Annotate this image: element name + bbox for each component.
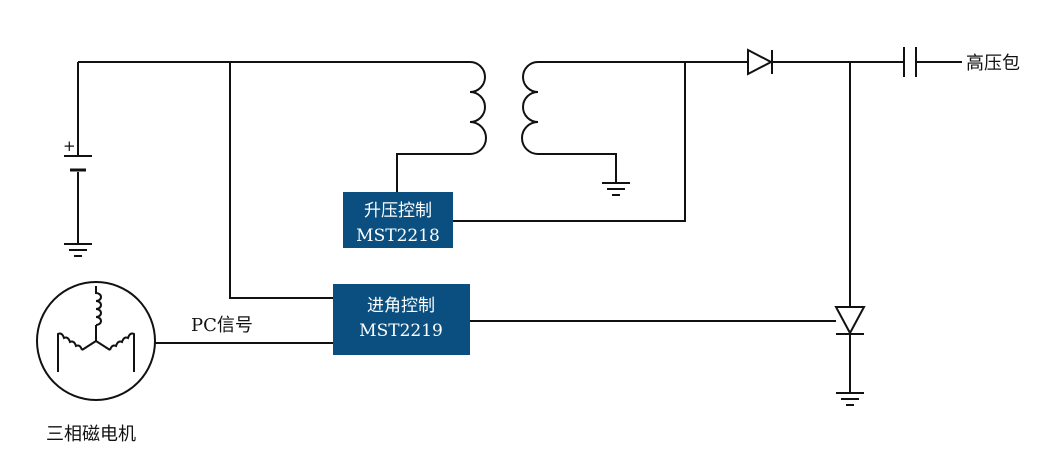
wire-primary-to-boost [396, 153, 470, 192]
boost-control-title: 升压控制 [364, 201, 432, 221]
pc-signal-label: PC信号 [191, 315, 253, 336]
motor-label: 三相磁电机 [46, 424, 136, 445]
wire-rail-to-advance [229, 62, 333, 299]
battery-icon: + [63, 137, 92, 172]
wires [77, 61, 962, 392]
boost-control-box: 升压控制 MST2218 [343, 192, 453, 248]
ground-icon [602, 182, 630, 196]
advance-control-title: 进角控制 [367, 296, 435, 316]
output-label: 高压包 [966, 53, 1020, 74]
wire-boost-feedback [452, 62, 686, 222]
capacitor-icon [903, 47, 917, 77]
secondary-coil [521, 61, 539, 155]
primary-coil [469, 61, 487, 155]
boost-control-model: MST2218 [356, 226, 440, 246]
wire-secondary-ground [538, 153, 617, 182]
advance-control-model: MST2219 [359, 321, 443, 341]
ground-icon [836, 392, 864, 406]
transformer-icon [469, 61, 539, 155]
ground-icon [64, 243, 92, 257]
diode-icon [747, 48, 774, 76]
advance-control-box: 进角控制 MST2219 [333, 284, 470, 355]
thyristor-icon [834, 306, 866, 336]
battery-plus-label: + [63, 137, 76, 155]
three-phase-motor-icon [36, 281, 156, 401]
